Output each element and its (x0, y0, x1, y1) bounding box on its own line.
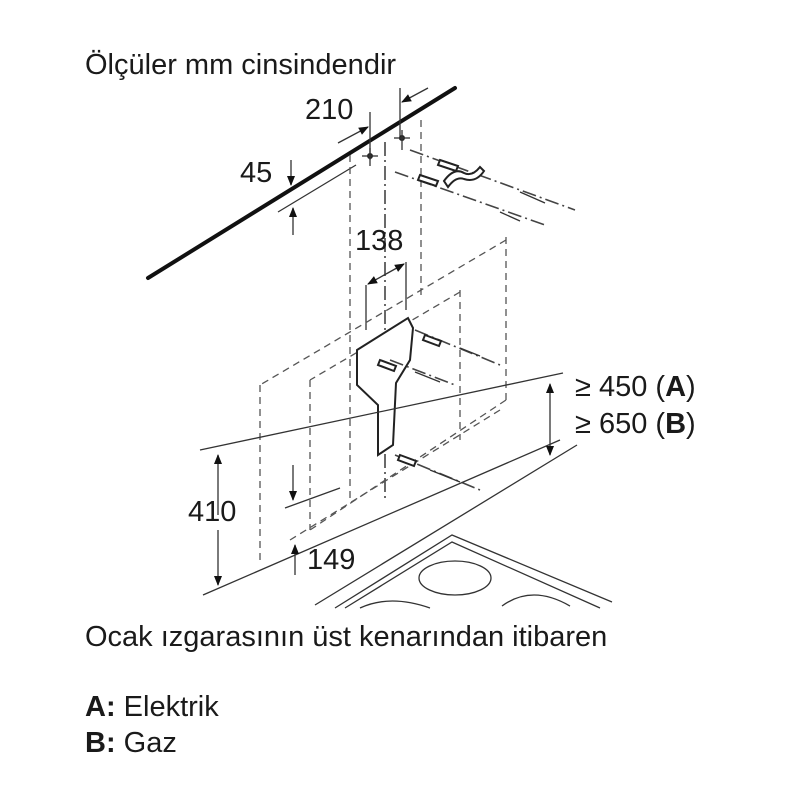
cooktop-icon (334, 534, 613, 609)
dimension-410-label: 410 (188, 496, 236, 528)
dimension-210-label: 210 (305, 94, 353, 126)
offset-line (277, 164, 357, 213)
legend-item-a: A: Elektrik (85, 691, 219, 723)
dimension-min-distance: ≥ 450 (A) ≥ 650 (B) (546, 371, 696, 456)
legend-item-b: B: Gaz (85, 727, 177, 759)
lower-screws-icon (376, 329, 501, 491)
min-distance-gas: ≥ 650 (B) (575, 408, 696, 440)
dimension-210: 210 (305, 87, 429, 160)
upper-screws-icon (394, 149, 576, 226)
dimension-149-label: 149 (307, 544, 355, 576)
dimension-45: 45 (240, 157, 297, 235)
dimension-138: 138 (355, 225, 407, 330)
cooktop-edge (314, 444, 578, 606)
units-title: Ölçüler mm cinsindendir (85, 49, 396, 81)
reference-caption: Ocak ızgarasının üst kenarından itibaren (85, 621, 607, 653)
dimension-138-label: 138 (355, 225, 403, 257)
legend: A: Elektrik B: Gaz (85, 691, 219, 759)
dimension-410: 410 (188, 454, 236, 586)
mounting-bracket (356, 316, 415, 457)
dimension-45-label: 45 (240, 157, 272, 189)
min-distance-electric: ≥ 450 (A) (575, 371, 696, 403)
reference-line (202, 439, 561, 596)
dimension-149: 149 (291, 544, 355, 576)
drill-hole-icon (362, 130, 410, 166)
ceiling-line (146, 86, 457, 280)
